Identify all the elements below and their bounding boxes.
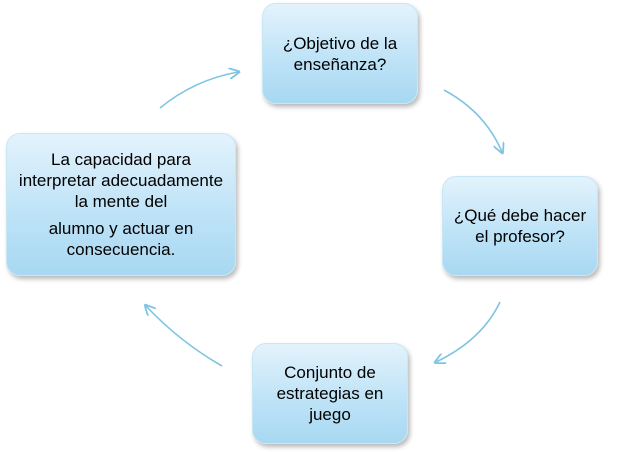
node-capacity-line-1: La capacidad para interpretar adecuadame… — [18, 150, 224, 211]
arrow-bottom-to-left — [146, 306, 223, 367]
node-capacity-line-2: alumno y actuar en consecuencia. — [48, 219, 194, 259]
node-teacher-action: ¿Qué debe hacer el profesor? — [442, 176, 598, 276]
arrow-top-to-right — [443, 89, 502, 152]
node-strategies-label: Conjunto de estrategias en juego — [276, 363, 384, 424]
node-teaching-objective: ¿Objetivo de la enseñanza? — [262, 3, 418, 104]
node-capacity: La capacidad para interpretar adecuadame… — [6, 133, 236, 276]
node-teaching-objective-label: ¿Objetivo de la enseñanza? — [282, 33, 398, 74]
node-teacher-action-label: ¿Qué debe hacer el profesor? — [453, 206, 587, 246]
node-capacity-label: La capacidad para interpretar adecuadame… — [17, 149, 225, 260]
node-strategies: Conjunto de estrategias en juego — [252, 343, 408, 444]
arrow-left-to-top — [159, 72, 238, 109]
arrow-right-to-bottom — [436, 301, 501, 362]
